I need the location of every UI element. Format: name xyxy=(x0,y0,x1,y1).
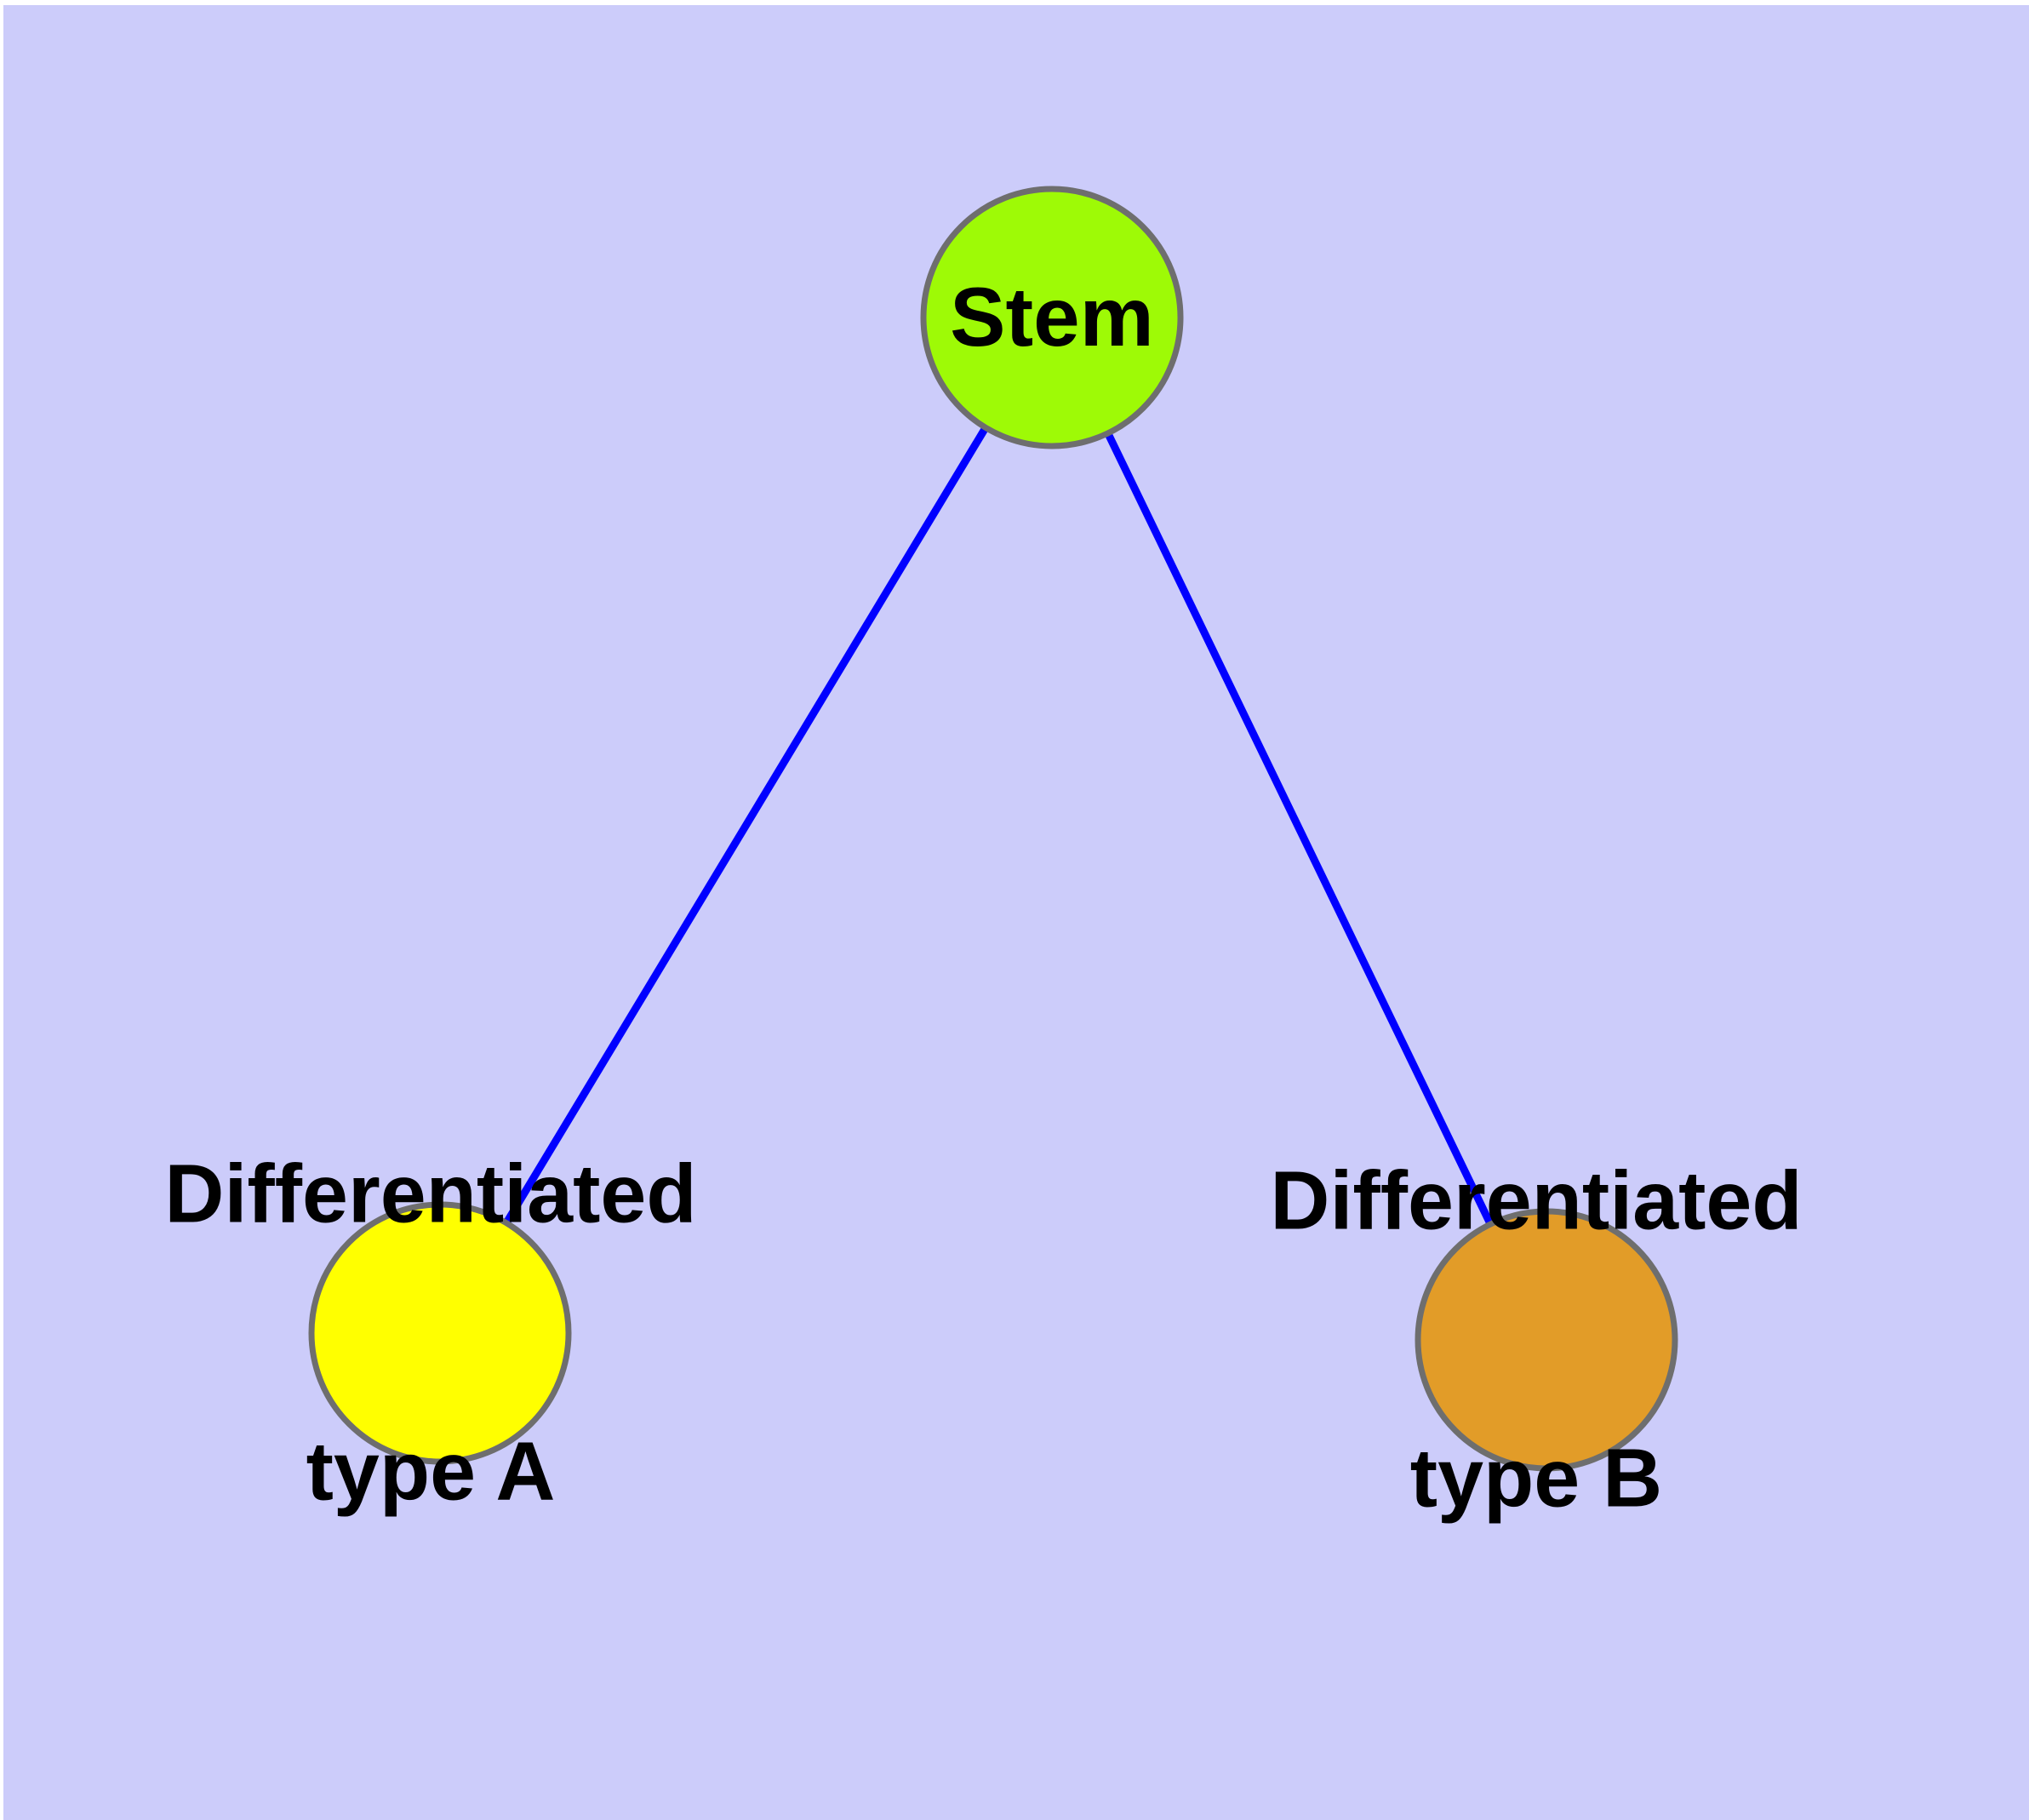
edge-stem-to-differentiated-type-a[interactable] xyxy=(437,315,1055,1336)
node-differentiated-type-a[interactable] xyxy=(308,1201,572,1465)
node-stem[interactable] xyxy=(920,186,1184,449)
edge-stem-to-differentiated-type-b[interactable] xyxy=(1048,316,1551,1342)
edge-layer xyxy=(437,315,1551,1342)
node-differentiated-type-b[interactable] xyxy=(1415,1208,1678,1472)
node-layer xyxy=(308,186,1678,1472)
